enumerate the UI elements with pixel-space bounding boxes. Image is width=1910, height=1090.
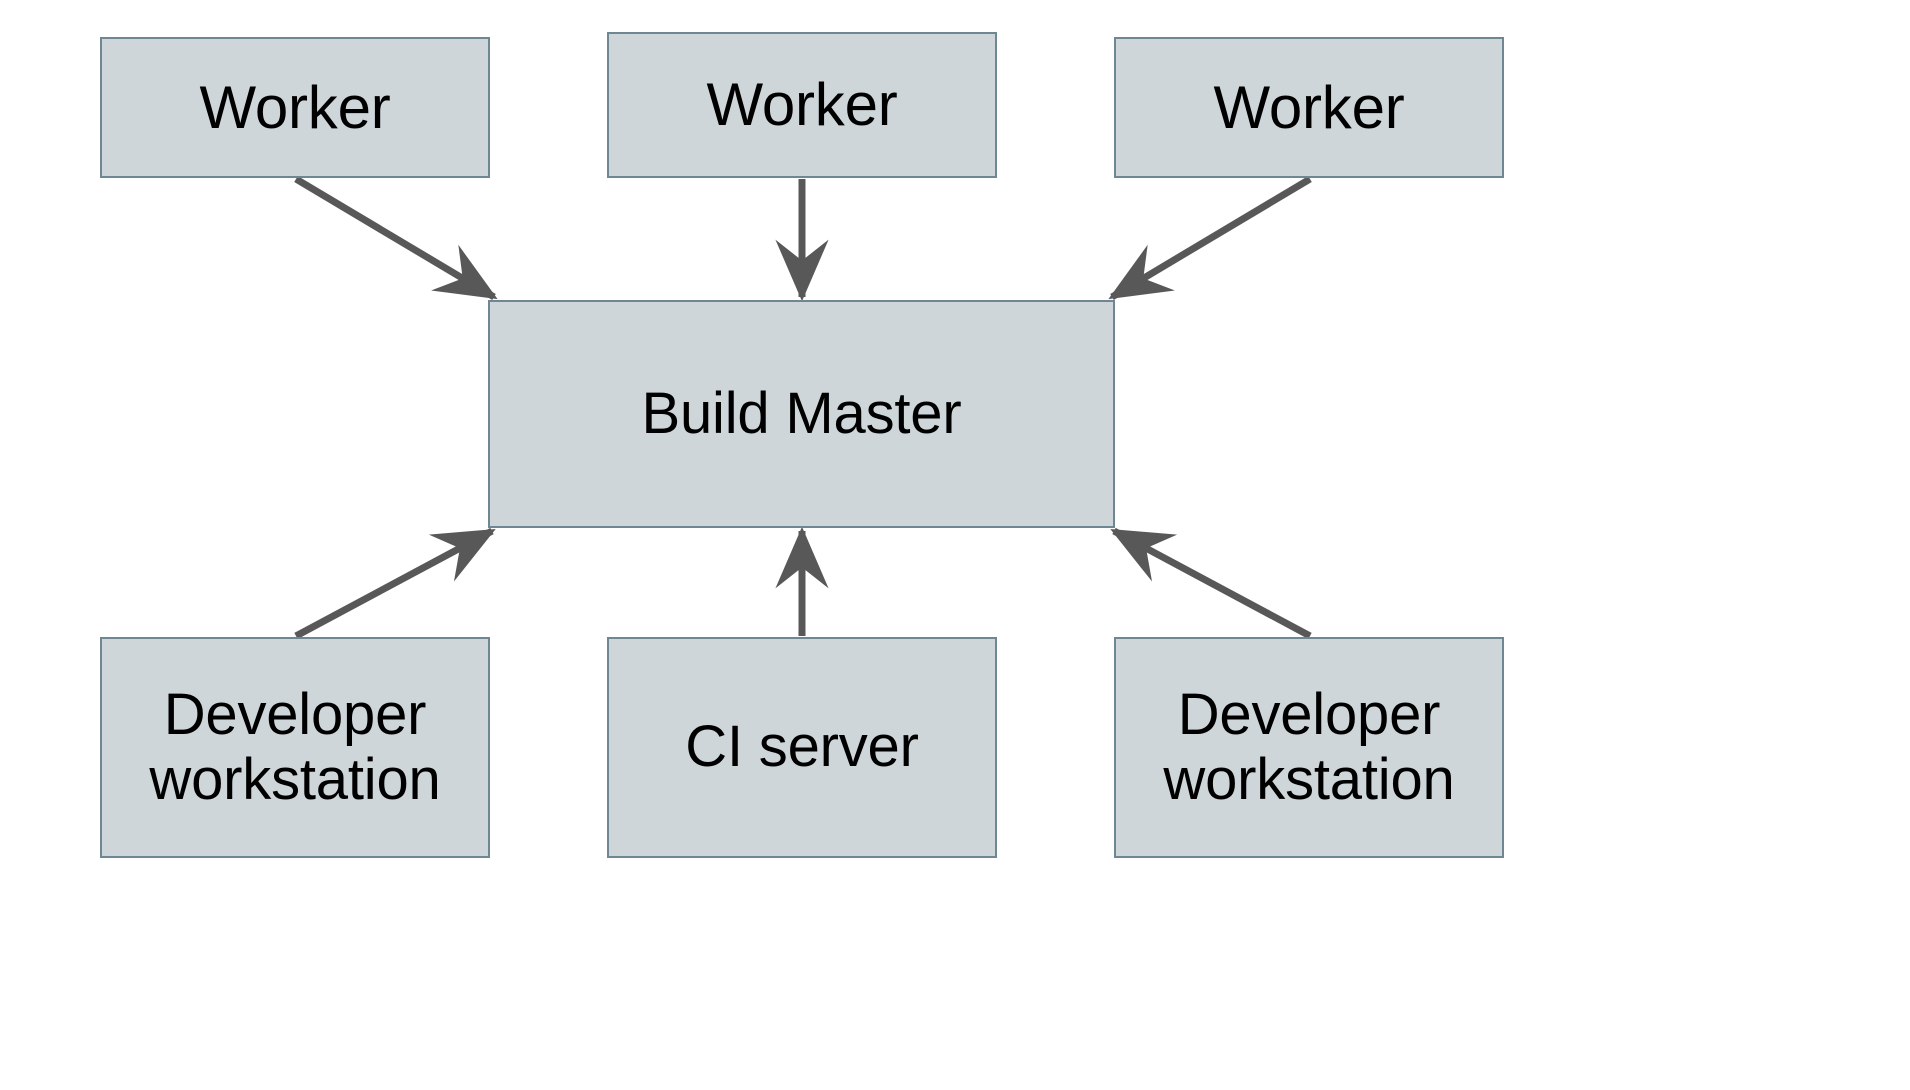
node-developer-workstation-right-label: Developer workstation (1163, 681, 1455, 812)
node-developer-workstation-left-label: Developer workstation (149, 681, 441, 812)
node-ci-server-label: CI server (685, 714, 919, 780)
node-build-master[interactable]: Build Master (488, 300, 1115, 528)
node-worker-1[interactable]: Worker (100, 37, 490, 178)
node-developer-workstation-left[interactable]: Developer workstation (100, 637, 490, 858)
edge-dev-ws-2-to-build-master (1110, 527, 1312, 640)
node-ci-server[interactable]: CI server (607, 637, 997, 858)
node-build-master-label: Build Master (641, 380, 962, 446)
node-worker-2[interactable]: Worker (607, 32, 997, 178)
node-worker-2-label: Worker (706, 71, 898, 139)
node-worker-3[interactable]: Worker (1114, 37, 1504, 178)
node-developer-workstation-right[interactable]: Developer workstation (1114, 637, 1504, 858)
node-worker-3-label: Worker (1213, 73, 1405, 141)
edge-worker-3-to-build-master (1108, 175, 1312, 301)
edge-dev-ws-1-to-build-master (294, 527, 496, 640)
edge-worker-1-to-build-master (294, 175, 498, 301)
node-worker-1-label: Worker (199, 73, 391, 141)
